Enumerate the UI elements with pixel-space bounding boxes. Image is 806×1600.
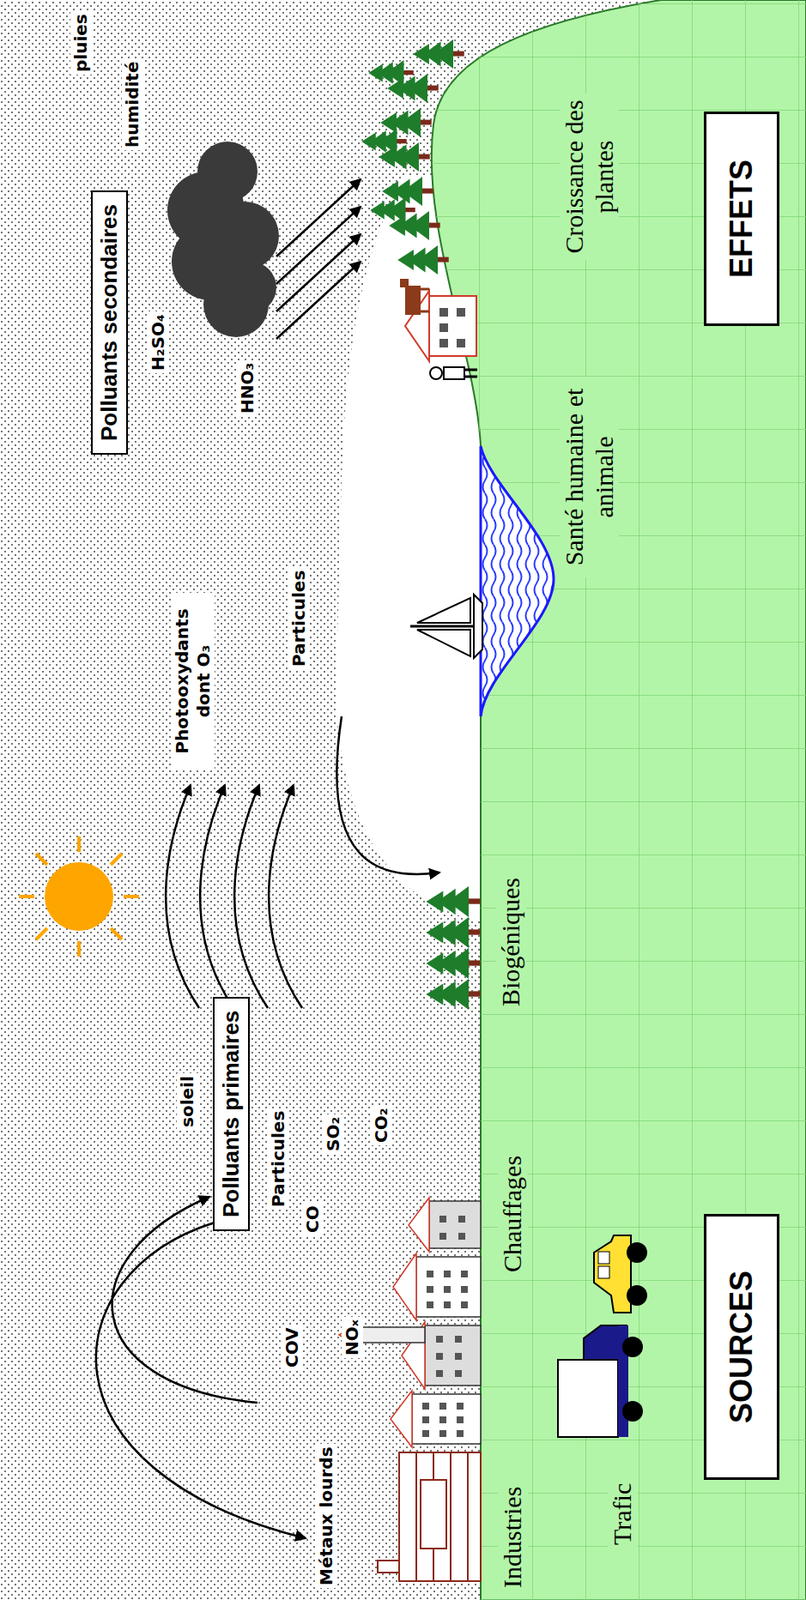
label-box: Polluants primaires bbox=[212, 997, 250, 1232]
label-box: Polluants secondaires bbox=[90, 190, 128, 455]
ground-label: Industries bbox=[497, 1484, 528, 1593]
air-label: Particules bbox=[267, 1109, 290, 1211]
label-box: SOURCES bbox=[703, 1214, 780, 1481]
ground-label: Trafic bbox=[607, 1480, 638, 1550]
air-label: SO₂ bbox=[322, 1115, 345, 1155]
label-box: EFFETS bbox=[703, 111, 780, 327]
ground-label: Croissance des plantes bbox=[559, 93, 619, 261]
air-label: NOₓ bbox=[341, 1317, 364, 1359]
air-label: Particules bbox=[288, 568, 310, 670]
air-label: Métaux lourds bbox=[315, 1444, 338, 1589]
air-label: HNO₃ bbox=[236, 360, 259, 417]
air-label: pluies bbox=[70, 11, 92, 75]
ground-label: Chauffages bbox=[497, 1152, 528, 1277]
air-label: soleil bbox=[176, 1073, 199, 1131]
air-label: COV bbox=[281, 1325, 304, 1371]
air-label: humidité bbox=[121, 59, 144, 151]
box-text: EFFETS bbox=[723, 159, 760, 279]
box-text: SOURCES bbox=[723, 1271, 760, 1425]
air-label: CO₂ bbox=[370, 1106, 393, 1146]
ground-label: Biogéniques bbox=[496, 874, 527, 1011]
air-label: Photooxydants dont O₃ bbox=[171, 593, 215, 770]
air-label: CO bbox=[302, 1203, 324, 1237]
air-label: H₂SO₄ bbox=[147, 311, 170, 374]
box-text: Polluants secondaires bbox=[96, 204, 123, 442]
box-text: Polluants primaires bbox=[218, 1011, 245, 1219]
ground-label: Santé humaine et animale bbox=[559, 376, 619, 578]
